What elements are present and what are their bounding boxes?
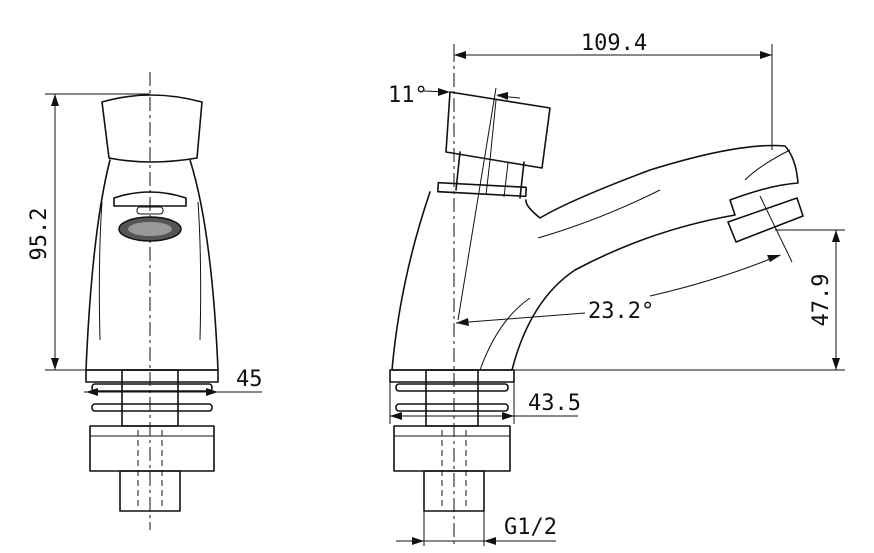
front-aerator-rim [113, 191, 187, 207]
side-washer-1 [395, 383, 509, 392]
dim-label-spout-height: 47.9 [809, 274, 834, 327]
side-washer-2 [395, 403, 509, 412]
dim-label-base-width-side: 43.5 [528, 391, 581, 416]
dim-label-spout-angle: 23.2° [588, 299, 654, 324]
dim-label-thread: G1/2 [504, 515, 557, 540]
side-spout-line-2 [744, 149, 791, 181]
dim-label-button-angle: 11° [388, 83, 428, 108]
front-base-flange [85, 369, 219, 383]
front-body-edge-left [98, 201, 103, 341]
side-spout-line [537, 189, 661, 239]
side-thread-end [423, 470, 485, 512]
front-button-cap [101, 94, 203, 163]
dim-thread: G1/2 [396, 511, 557, 546]
dim-label-overall-length: 109.4 [581, 31, 647, 56]
dim-spout-height: 47.9 [514, 229, 845, 371]
dim-overall-length: 109.4 [453, 31, 773, 150]
dim-label-height-total: 95.2 [27, 208, 52, 261]
side-stem-edge-2 [503, 162, 509, 198]
dim-height-total: 95.2 [27, 93, 150, 371]
front-nut [89, 425, 215, 472]
side-stem-edge [485, 159, 491, 196]
side-shank [425, 369, 479, 427]
side-button [445, 91, 551, 169]
side-collar [437, 181, 528, 198]
side-body [391, 144, 799, 371]
side-body-line [479, 297, 531, 371]
side-button-edge [489, 99, 497, 161]
front-aerator-mesh-inner [128, 222, 172, 236]
dim-base-width-front: 45 [84, 367, 263, 396]
front-aerator-slot [136, 206, 164, 215]
side-aerator [727, 197, 804, 243]
front-body-edge-right [197, 201, 202, 341]
dim-label-base-width-front: 45 [236, 367, 263, 392]
dim-base-width-side: 43.5 [389, 382, 581, 424]
dim-spout-angle: 23.2° [455, 195, 793, 326]
front-washer-2 [91, 403, 213, 412]
side-base-flange [389, 369, 515, 383]
dim-button-angle: 11° [388, 83, 521, 321]
front-view [85, 72, 219, 530]
side-nut [393, 425, 511, 472]
front-washer-1 [91, 383, 213, 392]
side-view [389, 48, 804, 545]
front-thread-end [119, 470, 181, 512]
